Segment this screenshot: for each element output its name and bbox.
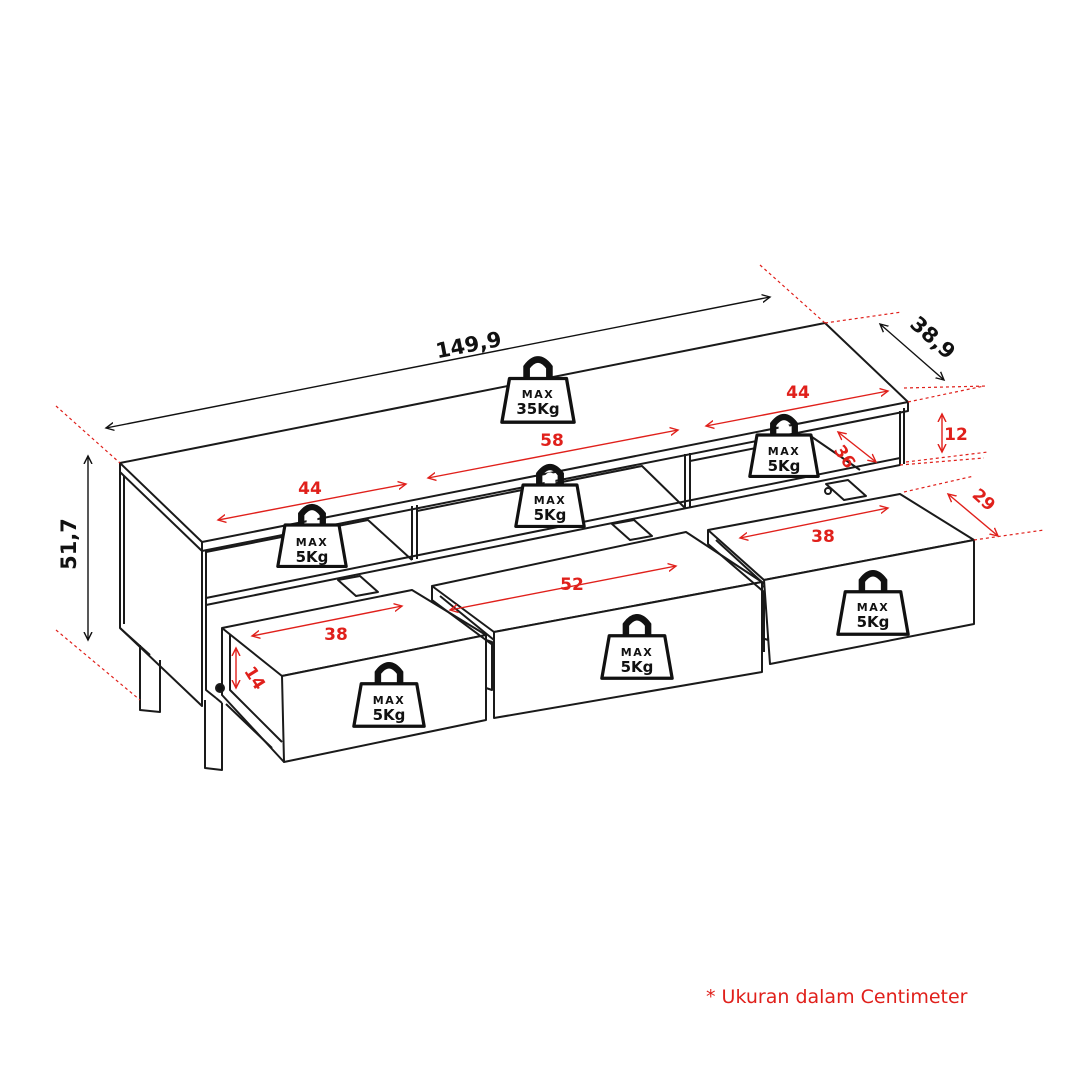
right-compartment-width-label: 44 bbox=[786, 383, 810, 403]
weight-center-shelf-max: MAX bbox=[534, 494, 566, 507]
overall-width-label: 149,9 bbox=[434, 327, 504, 363]
weight-right-drawer-max: MAX bbox=[857, 601, 889, 614]
right-drawer-width-label: 38 bbox=[811, 527, 835, 547]
center-compartment-width-label: 58 bbox=[540, 431, 564, 451]
left-compartment-width-label: 44 bbox=[298, 479, 322, 499]
weight-left-drawer: MAX 5Kg bbox=[354, 665, 424, 726]
red-dimension-lines bbox=[218, 385, 1045, 688]
weight-right-shelf: MAX 5Kg bbox=[750, 417, 818, 476]
units-footnote: * Ukuran dalam Centimeter bbox=[706, 986, 968, 1008]
weight-center-shelf-value: 5Kg bbox=[534, 506, 567, 524]
right-compartment-height-label: 12 bbox=[944, 425, 968, 445]
weight-center-drawer-max: MAX bbox=[621, 646, 653, 659]
weight-top-max: MAX bbox=[522, 388, 554, 401]
overall-dimension-lines bbox=[55, 264, 985, 701]
overall-depth-label: 38,9 bbox=[905, 312, 960, 365]
weight-center-shelf: MAX 5Kg bbox=[516, 467, 584, 526]
left-drawer-height-label: 14 bbox=[239, 663, 269, 694]
center-drawer-width-label: 52 bbox=[560, 575, 584, 595]
weight-left-shelf-max: MAX bbox=[296, 536, 328, 549]
left-drawer-width-label: 38 bbox=[324, 625, 348, 645]
weight-top-value: 35Kg bbox=[516, 400, 559, 418]
weight-top: MAX 35Kg bbox=[502, 360, 574, 423]
weight-left-drawer-max: MAX bbox=[373, 694, 405, 707]
weight-right-shelf-max: MAX bbox=[768, 445, 800, 458]
weight-right-shelf-value: 5Kg bbox=[768, 457, 801, 475]
weight-center-drawer-value: 5Kg bbox=[621, 658, 654, 676]
weight-right-drawer-value: 5Kg bbox=[857, 613, 890, 631]
weight-left-shelf-value: 5Kg bbox=[296, 548, 329, 566]
weight-center-drawer: MAX 5Kg bbox=[602, 617, 672, 678]
overall-height-label: 51,7 bbox=[57, 518, 81, 570]
right-drawer-depth-label: 29 bbox=[968, 485, 999, 516]
weight-right-drawer: MAX 5Kg bbox=[838, 573, 908, 634]
weight-left-shelf: MAX 5Kg bbox=[278, 507, 346, 566]
weight-left-drawer-value: 5Kg bbox=[373, 706, 406, 724]
